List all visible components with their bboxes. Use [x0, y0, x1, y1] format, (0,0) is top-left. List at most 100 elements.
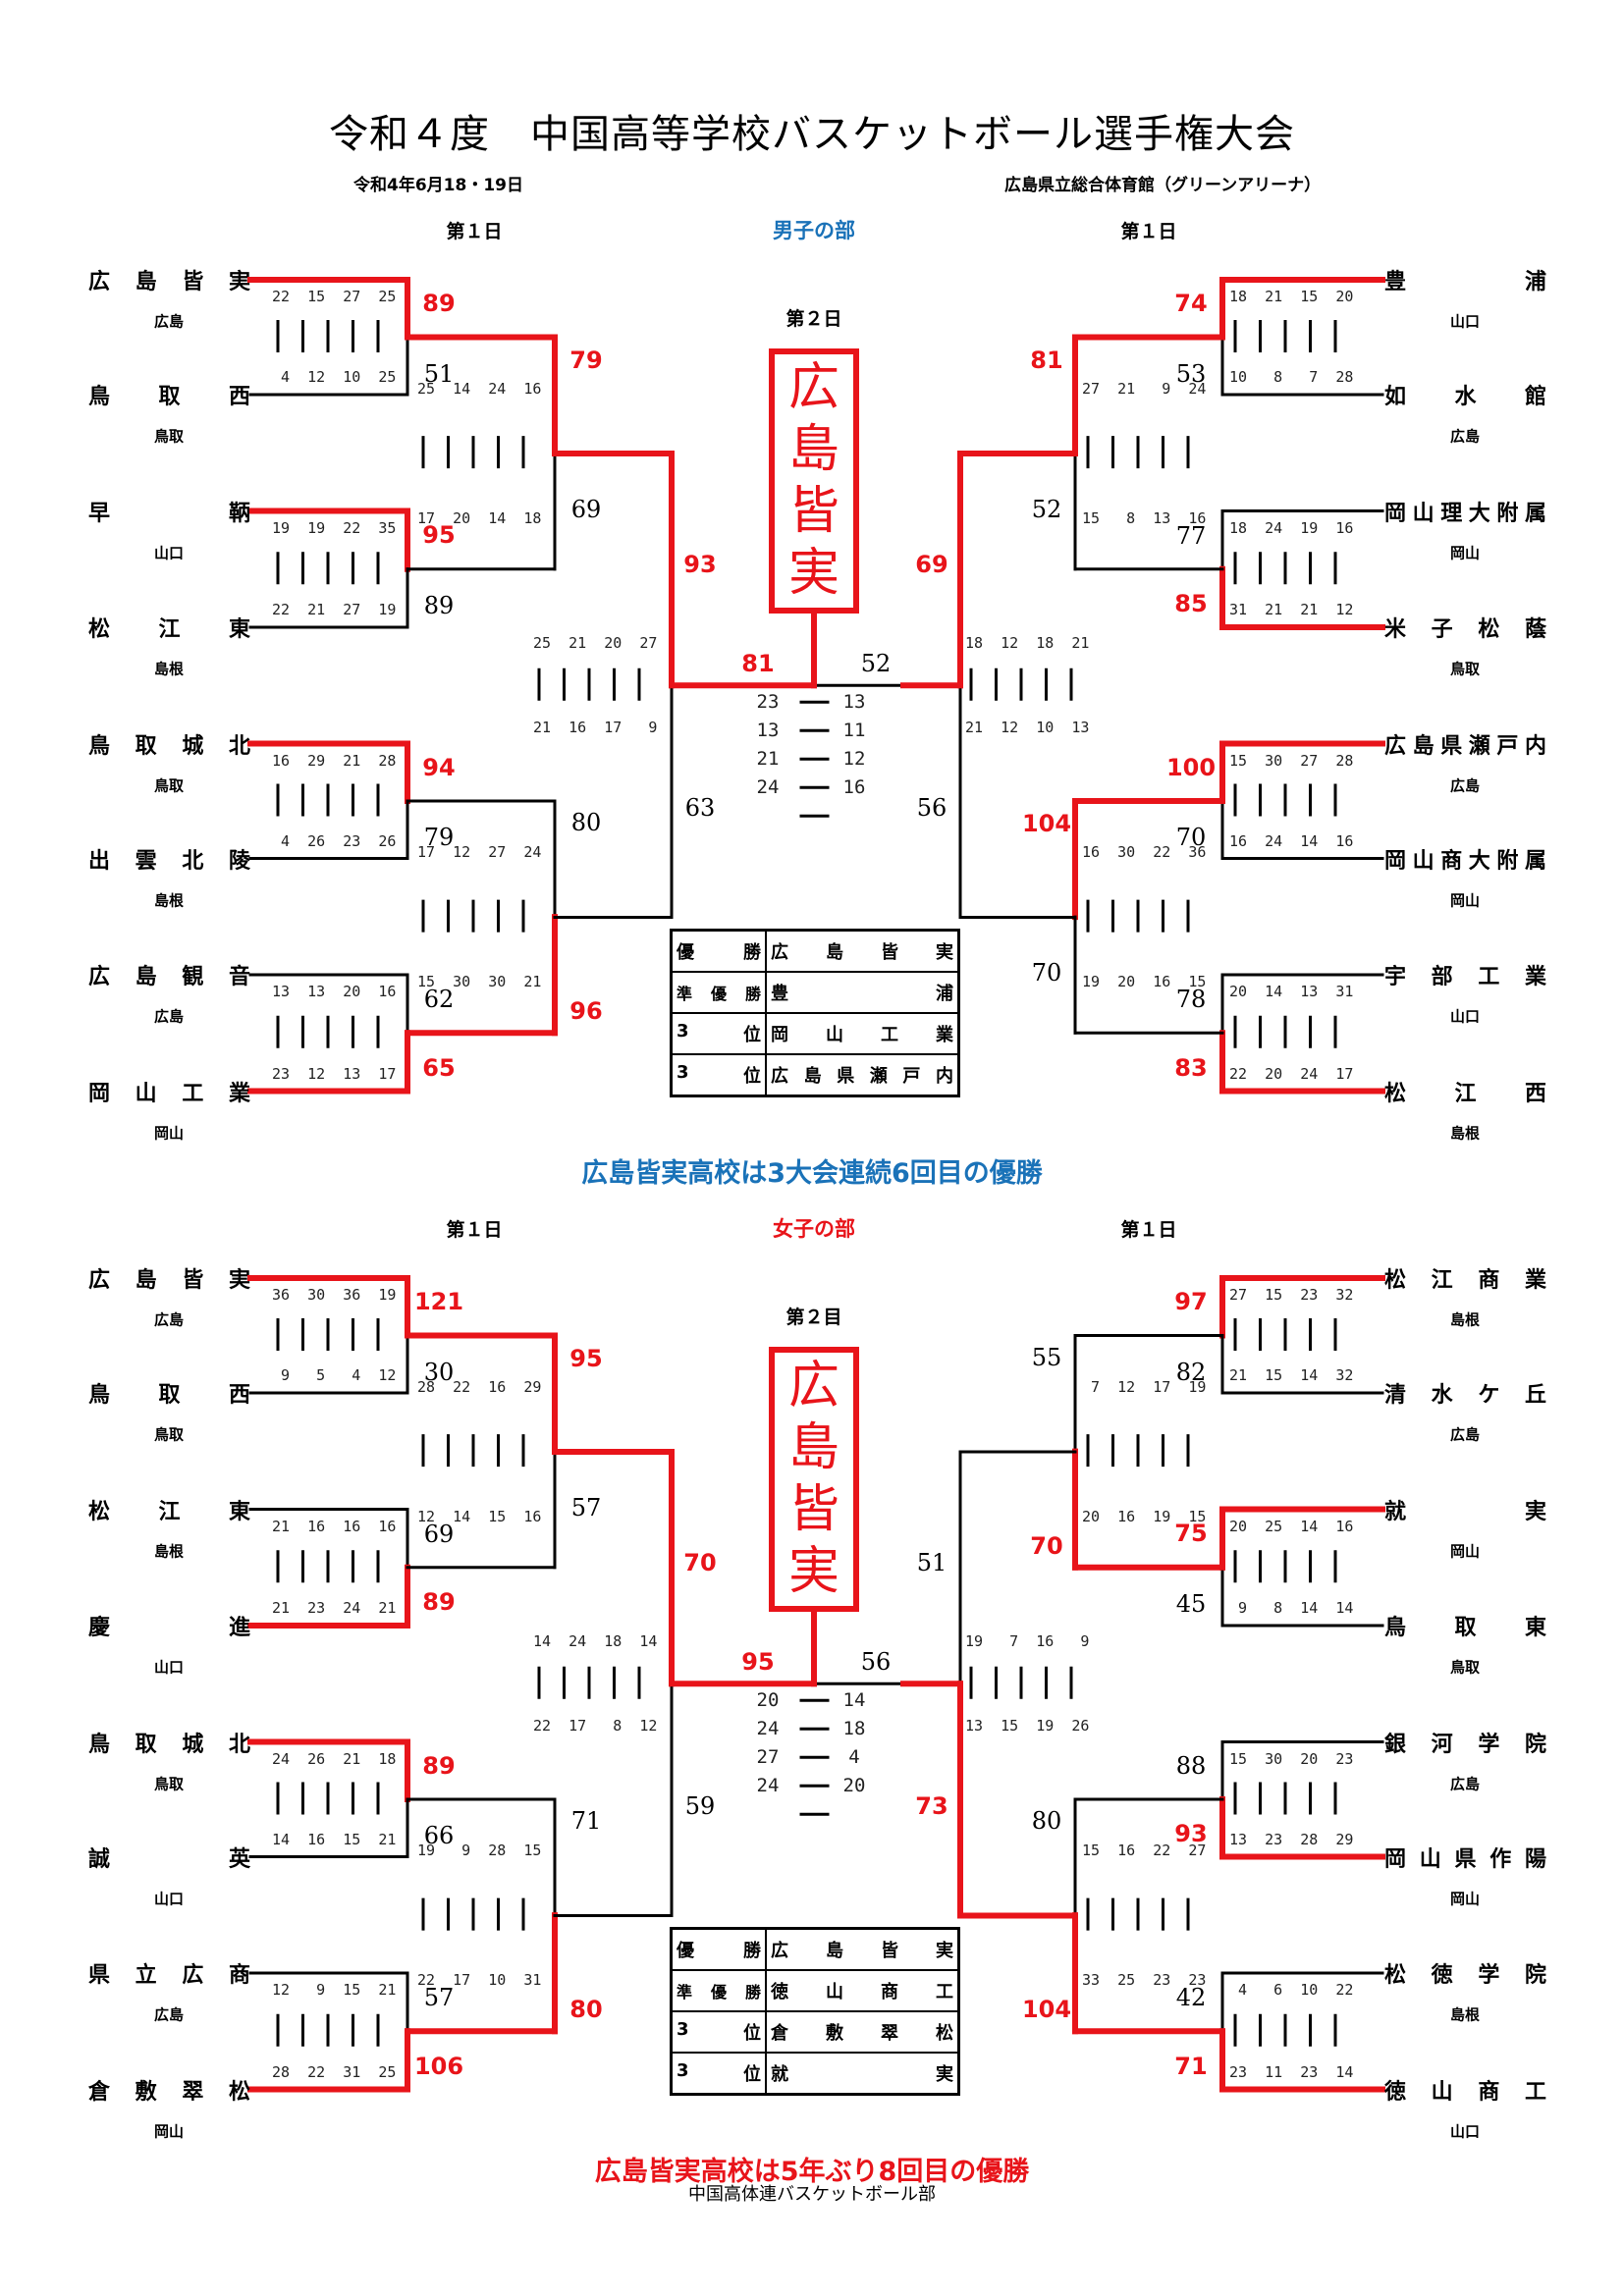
- team-name-char: 附: [1496, 501, 1519, 526]
- team-name: 松江東: [88, 612, 250, 643]
- score-r1-bottom: 53: [1175, 359, 1207, 388]
- score-sf-bottom: 73: [915, 1791, 948, 1820]
- final-quarter-left: 13: [756, 720, 780, 742]
- quarter-scores-bottom: 33 25 23 23: [1082, 1971, 1207, 1990]
- team-name-char: 山: [135, 1081, 157, 1106]
- team-name-char: 鞆: [228, 501, 250, 526]
- team-name-char: 岡: [1384, 1846, 1407, 1872]
- score-r1-bottom: 89: [423, 591, 455, 619]
- team-name-char: 東: [228, 1499, 250, 1524]
- team-name-char: 院: [1524, 1963, 1546, 1988]
- result-rank: 準優勝: [670, 971, 767, 1014]
- result-rank: 準優勝: [670, 1969, 767, 2012]
- result-team: 広島県瀬戸内: [765, 1053, 960, 1097]
- team-name-char: 岡: [88, 1081, 111, 1106]
- team-region: 島根: [153, 660, 185, 678]
- team-region: 岡山: [1449, 1542, 1481, 1560]
- team-name-char: 立: [135, 1963, 157, 1988]
- team-region: 山口: [1449, 312, 1481, 331]
- team-name-char: 島: [135, 270, 157, 294]
- quarter-scores-bottom: 19 20 16 15: [1082, 973, 1207, 991]
- team-name-char: 広: [88, 270, 111, 294]
- team-name-char: 西: [1524, 1081, 1546, 1106]
- score-sf-top: 69: [915, 551, 948, 578]
- team-region: 岡山: [1449, 544, 1481, 561]
- quarter-scores-top: 25 14 24 16: [417, 379, 542, 398]
- team-name-char: 宇: [1384, 965, 1407, 989]
- team-name-char: 河: [1431, 1732, 1453, 1757]
- team-name-char: 丘: [1524, 1383, 1546, 1408]
- team-name-char: 県: [1454, 1846, 1477, 1872]
- team-region: 鳥取: [153, 427, 185, 446]
- result-team: 広島皆実: [765, 929, 960, 973]
- team-name-char: 出: [88, 848, 111, 874]
- score-r2-bottom: 70: [1031, 959, 1062, 988]
- team-name: 慶進: [88, 1610, 250, 1641]
- team-region: 島根: [1449, 2005, 1481, 2024]
- score-r2-bottom: 69: [570, 495, 602, 523]
- team-name-char: 鳥: [88, 1383, 111, 1408]
- quarter-scores-top: 18 21 15 20: [1229, 288, 1354, 305]
- final-quarter-right: 20: [842, 1775, 866, 1797]
- team-name-char: 鳥: [1384, 1616, 1407, 1640]
- results-row: 準優勝豊浦: [670, 971, 960, 1014]
- score-r1-bottom: 71: [1174, 2052, 1208, 2080]
- team-name: 宇部工業: [1384, 959, 1546, 990]
- quarter-scores-top: 16 29 21 28: [272, 751, 397, 770]
- team-name-char: 商: [228, 1963, 250, 1988]
- team-name: 岡山県作陽: [1384, 1842, 1546, 1873]
- quarter-scores-bottom: 22 20 24 17: [1229, 1064, 1354, 1083]
- score-r1-bottom: 85: [1174, 590, 1208, 617]
- team-name-char: 取: [158, 1383, 181, 1408]
- final-quarter-right: 11: [842, 720, 866, 742]
- team-region: 広島: [153, 1310, 185, 1329]
- day1-left-label: 第１日: [446, 1219, 503, 1241]
- team-name-char: 皆: [182, 270, 204, 294]
- quarter-scores-bottom: 22 21 27 19: [272, 601, 397, 618]
- champion-char: 広: [787, 1357, 839, 1415]
- score-sf-top: 51: [916, 1549, 947, 1576]
- team-region: 岡山: [1449, 891, 1481, 909]
- team-name-char: 西: [228, 1383, 250, 1408]
- score-r2-bottom: 96: [569, 997, 603, 1026]
- result-team: 広島皆実: [765, 1927, 960, 1971]
- score-sf-bottom: 63: [684, 793, 716, 822]
- team-name: 鳥取城北: [88, 728, 250, 760]
- team-name-char: 城: [182, 1732, 204, 1757]
- day2-label: 第２目: [785, 1307, 842, 1328]
- team-name-char: 江: [1431, 1268, 1453, 1293]
- team-name-char: 学: [1478, 1963, 1500, 1988]
- team-name-char: 山: [1431, 2079, 1453, 2105]
- score-r1-bottom: 30: [423, 1358, 455, 1386]
- team-name-char: 米: [1384, 617, 1407, 642]
- quarter-scores-bottom: 17 20 14 18: [417, 508, 542, 527]
- team-name-char: 蔭: [1524, 617, 1546, 642]
- team-name-char: ケ: [1478, 1383, 1500, 1408]
- quarter-scores-top: 21 16 16 16: [272, 1517, 397, 1535]
- team-name-char: 子: [1431, 617, 1453, 642]
- team-name: 如水館: [1384, 379, 1546, 410]
- result-team: 就実: [765, 2052, 960, 2096]
- score-r1-bottom: 70: [1175, 824, 1207, 851]
- team-name: 松江商業: [1384, 1262, 1546, 1294]
- team-region: 山口: [1449, 2122, 1481, 2140]
- team-name-char: 倉: [88, 2079, 111, 2105]
- score-r1-bottom: 66: [423, 1822, 455, 1849]
- team-name: 松江西: [1384, 1076, 1546, 1107]
- score-r2-top: 80: [570, 809, 602, 836]
- team-name-char: 雲: [135, 848, 157, 874]
- team-name-char: 大: [1468, 848, 1490, 874]
- team-region: 島根: [1449, 1310, 1481, 1329]
- final-quarter-left: 24: [756, 1718, 780, 1740]
- team-name-char: 広: [88, 1268, 111, 1293]
- team-name-char: 工: [1524, 2079, 1546, 2105]
- quarter-scores-top: 19 7 16 9: [965, 1632, 1090, 1651]
- event-date: 令和4年6月18・19日: [353, 176, 523, 195]
- results-row: 準優勝徳山商工: [670, 1969, 960, 2012]
- team-name-char: 水: [1454, 385, 1477, 409]
